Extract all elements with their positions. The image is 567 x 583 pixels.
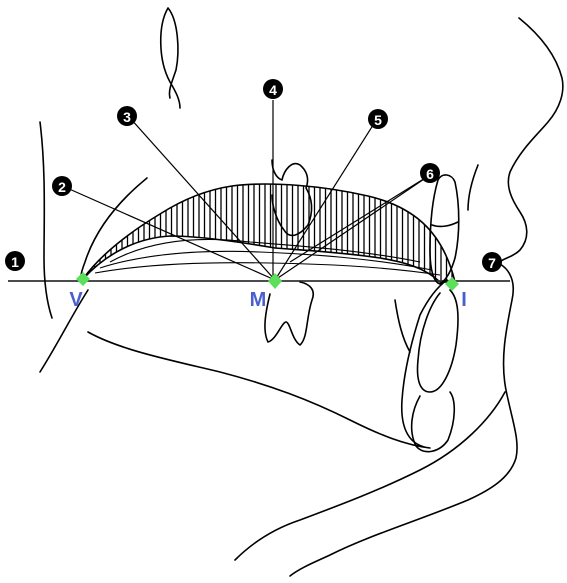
callout-6: 6	[420, 163, 440, 183]
svg-text:6: 6	[426, 166, 434, 182]
posterior-border	[40, 122, 52, 318]
posterior-tooth-outline	[265, 282, 313, 345]
soft-tissue-profile-lower	[290, 264, 517, 576]
svg-text:1: 1	[11, 254, 19, 270]
callout-2: 2	[52, 176, 72, 196]
alar-curve	[468, 165, 478, 210]
callout-7: 7	[482, 252, 502, 272]
svg-text:3: 3	[123, 109, 131, 125]
tuberosity-outline	[40, 178, 147, 372]
point-v-label: V	[69, 289, 83, 311]
point-i-label: I	[461, 289, 467, 311]
nasopharynx-curve	[395, 300, 410, 352]
svg-text:5: 5	[374, 112, 382, 128]
callout-4: 4	[263, 79, 283, 99]
callout-1: 1	[5, 251, 25, 271]
soft-tissue-profile-upper	[500, 18, 563, 262]
point-m-label: M	[250, 289, 267, 311]
svg-text:2: 2	[58, 179, 66, 195]
lower-incisor-root	[412, 392, 455, 452]
lower-face-contour	[235, 392, 505, 560]
callout-3: 3	[117, 106, 137, 126]
svg-text:4: 4	[269, 82, 277, 98]
callout-5: 5	[368, 109, 388, 129]
upper-incisor-detail	[432, 222, 458, 226]
svg-text:7: 7	[488, 255, 496, 271]
nasal-outline	[161, 8, 180, 108]
lower-incisor-outline	[418, 290, 459, 392]
